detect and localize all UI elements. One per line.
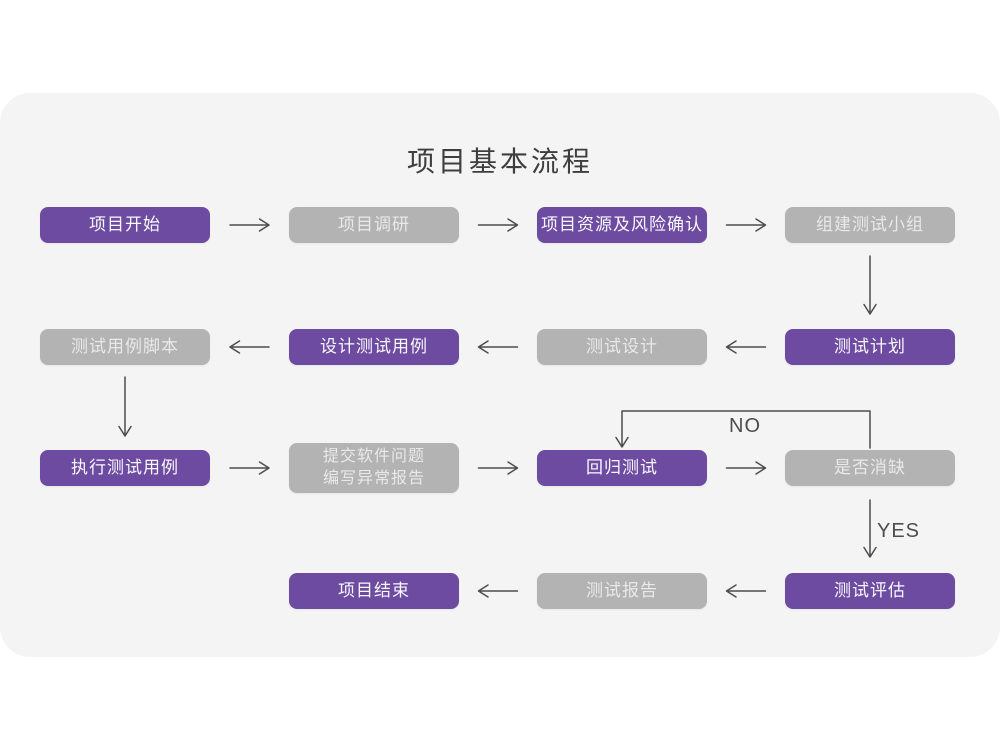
node-test-report: 测试报告 (537, 573, 707, 609)
node-project-survey: 项目调研 (289, 207, 459, 243)
edge-label-yes: YES (877, 520, 921, 542)
node-resource-risk: 项目资源及风险确认 (537, 207, 707, 243)
node-test-evaluate: 测试评估 (785, 573, 955, 609)
node-execute-test-case: 执行测试用例 (40, 450, 210, 486)
node-submit-issue-report: 提交软件问题 编写异常报告 (289, 443, 459, 493)
node-regression-test: 回归测试 (537, 450, 707, 486)
page-title: 项目基本流程 (406, 146, 593, 177)
node-project-start: 项目开始 (40, 207, 210, 243)
edge-label-no: NO (729, 415, 761, 437)
node-build-test-team: 组建测试小组 (785, 207, 955, 243)
node-defect-resolved: 是否消缺 (785, 450, 955, 486)
flowchart-card (0, 93, 1000, 657)
node-project-end: 项目结束 (289, 573, 459, 609)
node-design-test-case: 设计测试用例 (289, 329, 459, 365)
node-test-design: 测试设计 (537, 329, 707, 365)
node-test-case-script: 测试用例脚本 (40, 329, 210, 365)
node-test-plan: 测试计划 (785, 329, 955, 365)
